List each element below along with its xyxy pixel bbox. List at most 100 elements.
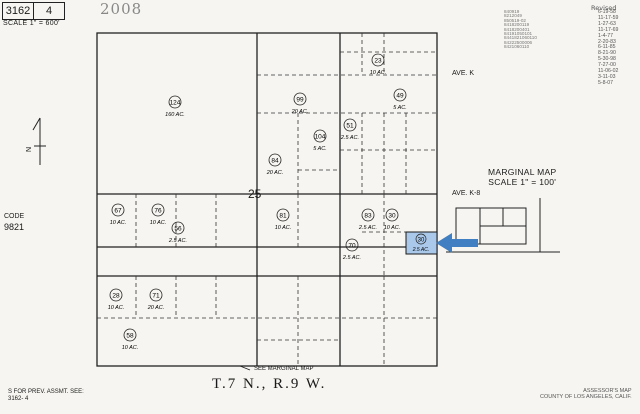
parcel-49[interactable]: 49 5 AC. bbox=[393, 88, 407, 111]
footer-line-1: ASSESSOR'S MAP bbox=[583, 388, 632, 394]
parcel-number: 71 bbox=[152, 293, 160, 300]
marginal-map-label: MARGINAL MAP SCALE 1" = 100' bbox=[488, 167, 556, 187]
tax-rate-code: CODE 9821 bbox=[4, 212, 24, 232]
parcel-76[interactable]: 76 10 AC. bbox=[150, 203, 167, 226]
parcel-67[interactable]: 67 10 AC. bbox=[110, 203, 127, 226]
parcel-56[interactable]: 56 2.5 AC. bbox=[168, 221, 187, 244]
parcel-area: 10 AC. bbox=[110, 220, 127, 226]
revision-dates-list: 6-19-58 11-17-59 1-27-63 11-17-69 1-4-77… bbox=[598, 9, 619, 86]
parcel-area: 2.5 AC. bbox=[358, 225, 377, 231]
parcel-circle bbox=[313, 129, 327, 143]
leader-line bbox=[239, 365, 251, 371]
map-year: 2008 bbox=[100, 0, 143, 18]
parcel-circle bbox=[168, 95, 182, 109]
parcel-number: 104 bbox=[315, 134, 326, 141]
marginal-map-title: MARGINAL MAP bbox=[488, 167, 557, 177]
parcel-circle bbox=[171, 221, 185, 235]
parcel-circle bbox=[371, 53, 385, 67]
parcel-104[interactable]: 104 5 AC. bbox=[313, 129, 327, 152]
parcel-number: 51 bbox=[346, 123, 354, 130]
parcel-99[interactable]: 99 20 AC. bbox=[291, 92, 309, 115]
previous-assessment-note: S FOR PREV. ASSMT. SEE: 3162- 4 bbox=[8, 389, 84, 403]
revised-title: Revised bbox=[591, 4, 617, 12]
parcel-84[interactable]: 84 20 AC. bbox=[266, 153, 284, 176]
parcel-area: 20 AC. bbox=[266, 170, 284, 176]
parcel-51[interactable]: 51 2.5 AC. bbox=[340, 118, 359, 141]
ave-k8-label: AVE. K-8 bbox=[452, 190, 481, 197]
parcel-number: 23 bbox=[374, 58, 382, 65]
parcel-area: 5 AC. bbox=[313, 146, 327, 152]
parcel-23[interactable]: 23 10 AC. bbox=[370, 53, 387, 76]
north-arrow-icon bbox=[32, 117, 46, 165]
ave-k-label: AVE. K bbox=[452, 70, 475, 77]
parcel-circle bbox=[109, 288, 123, 302]
parcel-circle bbox=[343, 118, 357, 132]
svg-text:N: N bbox=[26, 147, 33, 152]
parcel-number: 58 bbox=[126, 333, 134, 340]
parcel-area: 2.5 AC. bbox=[412, 247, 430, 253]
code-label: CODE bbox=[4, 213, 25, 220]
parcel-number: 124 bbox=[170, 100, 181, 107]
parcel-circle bbox=[268, 153, 282, 167]
parcel-circle bbox=[361, 208, 375, 222]
marginal-map-scale: SCALE 1" = 100' bbox=[488, 177, 557, 187]
highlighted-parcel-label: 30 2.5 AC. bbox=[412, 233, 430, 253]
parcel-area: 20 AC. bbox=[291, 109, 309, 115]
prev-line-1: S FOR PREV. ASSMT. SEE: bbox=[8, 389, 84, 395]
parcel-labels: 124 160 AC. 99 20 AC. 23 10 AC. 49 5 AC. 51 2.5 A… bbox=[108, 53, 430, 351]
parcel-area: 10 AC. bbox=[384, 225, 401, 231]
map-scale: SCALE 1" = 600' bbox=[3, 20, 60, 27]
parcel-area: 160 AC. bbox=[165, 112, 185, 118]
parcel-circle bbox=[385, 208, 399, 222]
parcel-number: 28 bbox=[112, 293, 120, 300]
locator-arrow-icon bbox=[436, 233, 478, 253]
section-number: 25 bbox=[248, 187, 262, 201]
parcel-number: 56 bbox=[174, 226, 182, 233]
parcel-circle bbox=[415, 233, 427, 245]
parcel-circle bbox=[393, 88, 407, 102]
parcel-number: 81 bbox=[279, 213, 287, 220]
parcel-number: 67 bbox=[114, 208, 122, 215]
code-value: 9821 bbox=[4, 222, 25, 232]
parcel-124[interactable]: 124 160 AC. bbox=[165, 95, 185, 118]
parcel-area: 10 AC. bbox=[275, 225, 292, 231]
parcel-area: 5 AC. bbox=[393, 105, 407, 111]
parcel-83[interactable]: 83 2.5 AC. bbox=[358, 208, 377, 231]
parcel-number: 99 bbox=[296, 97, 304, 104]
parcel-area: 10 AC. bbox=[108, 305, 125, 311]
revision-stamps: 840919 8212049 850519-02 8418200119 8418… bbox=[504, 9, 537, 50]
parcel-58[interactable]: 58 10 AC. bbox=[122, 328, 139, 351]
map-footer: ASSESSOR'S MAP COUNTY OF LOS ANGELES, CA… bbox=[540, 388, 632, 400]
parcel-area: 2.5 AC. bbox=[340, 135, 359, 141]
see-marginal-map: SEE MARGINAL MAP bbox=[254, 366, 314, 372]
parcel-81[interactable]: 81 10 AC. bbox=[275, 208, 292, 231]
marginal-map-box bbox=[446, 198, 560, 253]
parcel-number: 84 bbox=[271, 158, 279, 165]
parcel-area: 2.5 AC. bbox=[168, 238, 187, 244]
parcel-70[interactable]: 70 2.5 AC. bbox=[342, 238, 361, 261]
prev-line-2: 3162- 4 bbox=[8, 396, 29, 402]
parcel-area: 10 AC. bbox=[122, 345, 139, 351]
parcel-28[interactable]: 28 10 AC. bbox=[108, 288, 125, 311]
parcel-number: 83 bbox=[364, 213, 372, 220]
parcel-number: 49 bbox=[396, 93, 404, 100]
parcel-area: 10 AC. bbox=[370, 70, 387, 76]
parcel-number: 70 bbox=[348, 243, 356, 250]
parcel-circle bbox=[149, 288, 163, 302]
parcel-area: 2.5 AC. bbox=[342, 255, 361, 261]
parcel-circle bbox=[111, 203, 125, 217]
parcel-number: 76 bbox=[154, 208, 162, 215]
section-boundary bbox=[96, 32, 438, 367]
parcel-circle bbox=[276, 208, 290, 222]
footer-line-2: COUNTY OF LOS ANGELES, CALIF. bbox=[540, 394, 632, 400]
page-number: 4 bbox=[33, 2, 65, 20]
parcel-circle bbox=[151, 203, 165, 217]
parcel-circle bbox=[345, 238, 359, 252]
parcel-number: 30 bbox=[418, 238, 425, 244]
township-range: T.7 N., R.9 W. bbox=[212, 376, 327, 392]
parcel-area: 10 AC. bbox=[150, 220, 167, 226]
